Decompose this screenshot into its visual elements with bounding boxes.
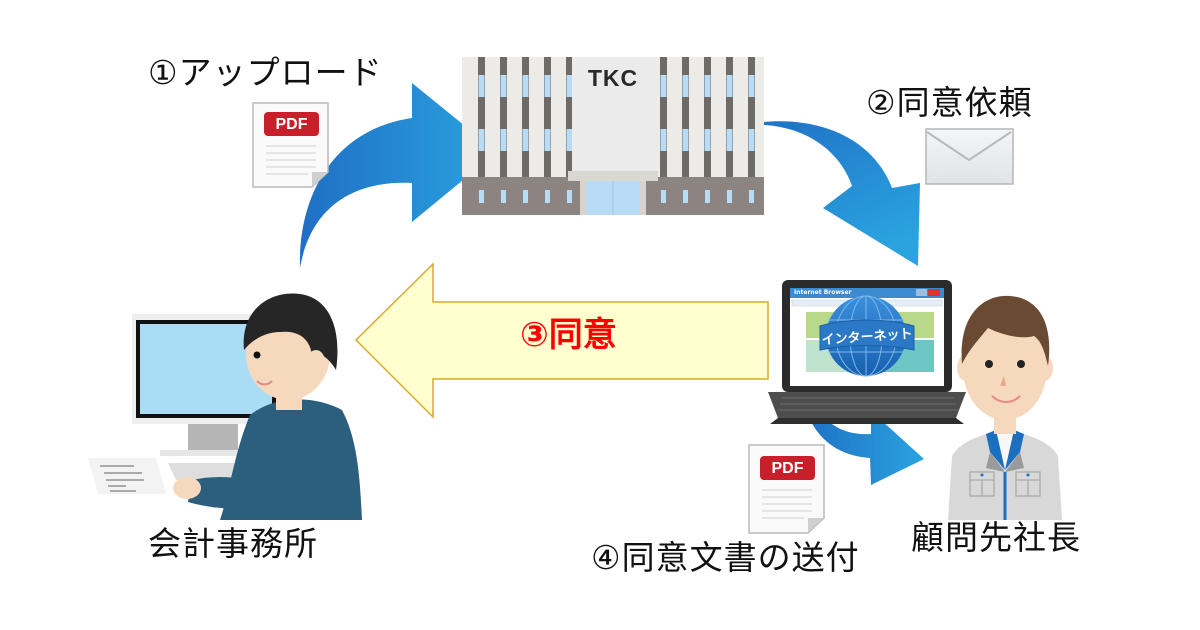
building-window — [478, 75, 485, 97]
building-window — [566, 129, 573, 151]
building-lower-window — [683, 190, 688, 203]
building-window — [522, 129, 529, 151]
building-window — [544, 129, 551, 151]
pdf-badge-text: PDF — [275, 116, 308, 133]
client-president-illustration — [948, 295, 1062, 520]
building-lower-window — [705, 190, 710, 203]
step3-consent-label: ③同意 — [520, 315, 617, 355]
building-lower-window — [545, 190, 550, 203]
building-lower-window — [749, 190, 754, 203]
building-lower-window — [523, 190, 528, 203]
step4-send-label: ④同意文書の送付 — [591, 538, 860, 577]
building-window — [682, 75, 689, 97]
building-window — [726, 129, 733, 151]
building-pillar — [660, 57, 667, 177]
building-pillar — [704, 57, 711, 177]
pdf-document-icon: PDF — [252, 102, 330, 188]
building-pillar — [478, 57, 485, 177]
building-lower-window — [661, 190, 666, 203]
browser-window-title: Internet Browser — [794, 289, 852, 296]
building-window — [660, 129, 667, 151]
building-window — [500, 75, 507, 97]
building-window — [544, 75, 551, 97]
building-lower-window — [567, 190, 572, 203]
building-window — [682, 129, 689, 151]
building-window — [478, 129, 485, 151]
building-lower-window — [501, 190, 506, 203]
building-window — [726, 75, 733, 97]
pdf-badge-text: PDF — [771, 460, 804, 477]
accounting-office-label: 会計事務所 — [148, 524, 318, 563]
pdf-document-icon: PDF — [748, 444, 826, 534]
step1-upload-label: ①アップロード — [148, 53, 383, 92]
building-window — [660, 75, 667, 97]
building-lower-window — [479, 190, 484, 203]
building-pillar — [544, 57, 551, 177]
building-pillar — [726, 57, 733, 177]
building-pillar — [522, 57, 529, 177]
client-president-label: 顧問先社長 — [911, 518, 1081, 557]
envelope-icon — [925, 128, 1014, 185]
laptop-with-browser: Internet Browser インターネット — [768, 278, 968, 428]
building-window — [704, 75, 711, 97]
building-pillar — [566, 57, 573, 177]
building-lower-window — [727, 190, 732, 203]
tkc-building: TKC — [462, 57, 764, 215]
step2-request-label: ②同意依頼 — [866, 83, 1033, 122]
building-pillar — [748, 57, 755, 177]
building-window — [748, 75, 755, 97]
building-pillar — [500, 57, 507, 177]
building-window — [748, 129, 755, 151]
building-pillar — [682, 57, 689, 177]
tkc-logo-text: TKC — [587, 65, 639, 91]
building-window — [566, 75, 573, 97]
building-window — [522, 75, 529, 97]
building-window — [704, 129, 711, 151]
paper-sheet-icon — [88, 458, 166, 494]
building-window — [500, 129, 507, 151]
accountant-illustration — [88, 293, 362, 520]
